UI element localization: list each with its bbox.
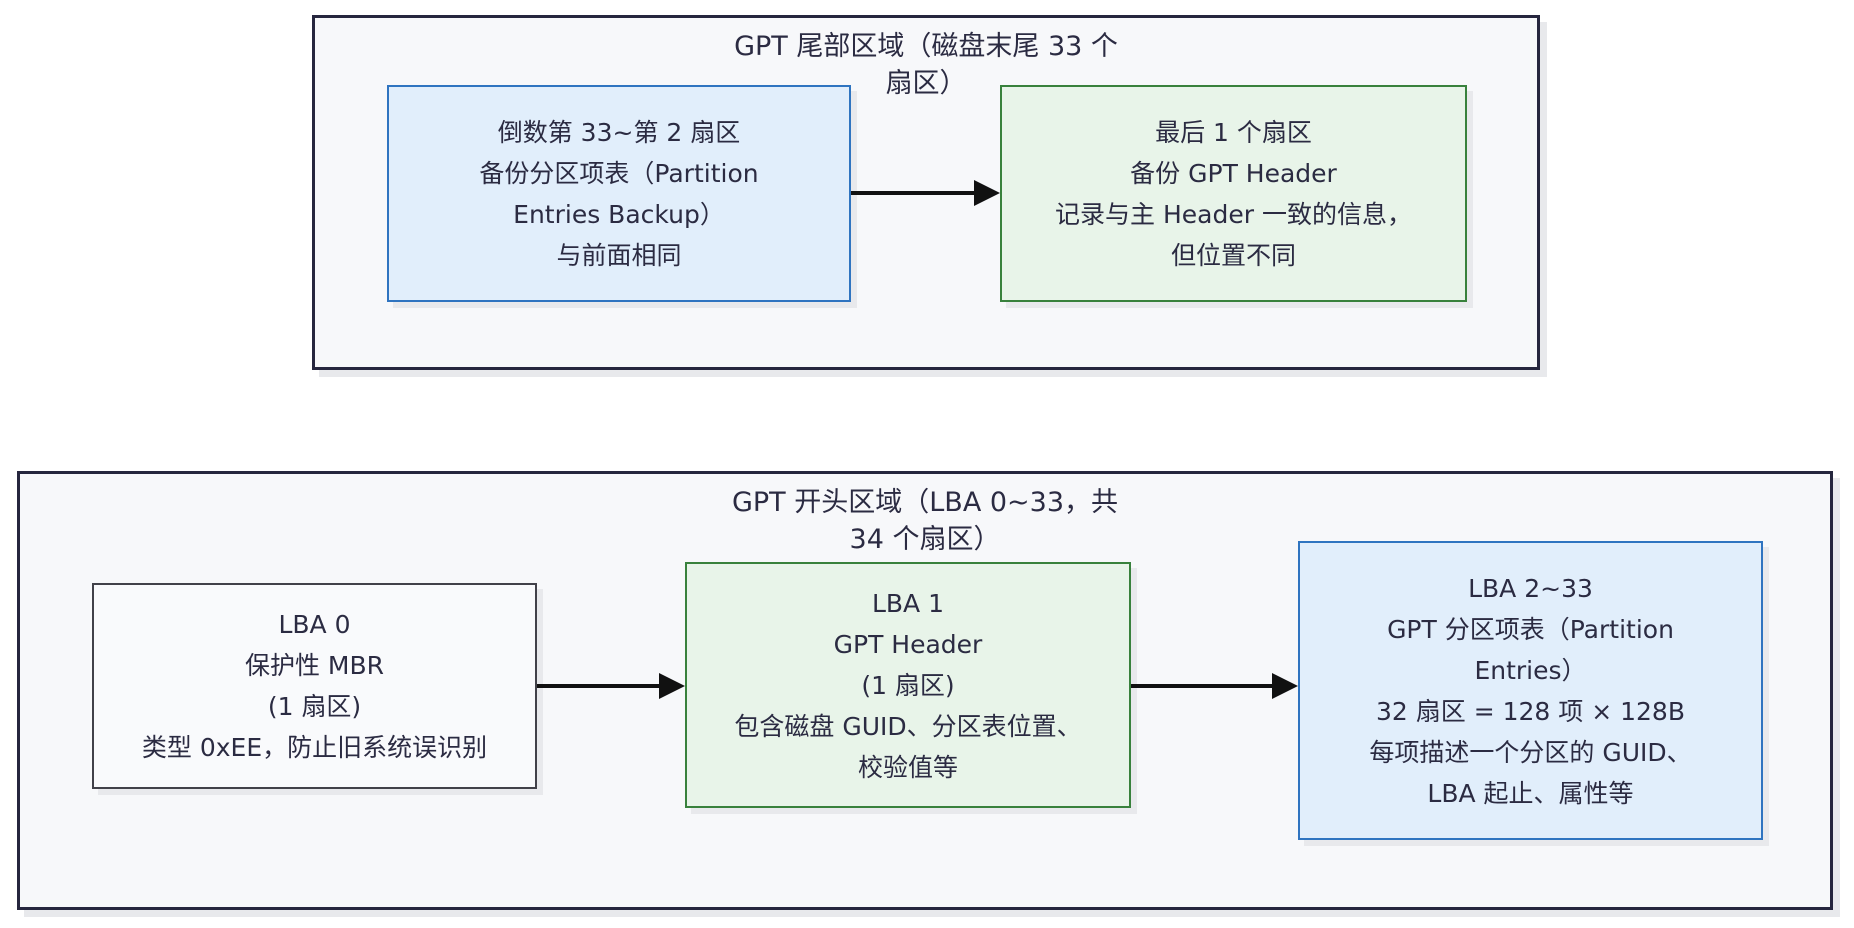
node-text-line: LBA 1 xyxy=(871,588,945,618)
tail-region-title-line: 扇区） xyxy=(885,68,967,99)
node-text-line: LBA 起止、属性等 xyxy=(1427,778,1634,808)
node-text-line: 但位置不同 xyxy=(1170,240,1296,270)
flow-arrow-right-icon xyxy=(851,178,1000,208)
head-region-title: GPT 开头区域（LBA 0~33，共 34 个扇区） xyxy=(20,484,1830,558)
node-text-line: 备份 GPT Header xyxy=(1130,158,1337,188)
backup-partition-entries-node: 倒数第 33~第 2 扇区 备份分区项表（Partition Entries B… xyxy=(387,85,851,302)
arrow-shaft xyxy=(537,684,661,688)
node-text-line: (1 扇区) xyxy=(267,692,362,721)
tail-region-title-line: GPT 尾部区域（磁盘末尾 33 个 xyxy=(734,31,1118,62)
gpt-tail-region-container: GPT 尾部区域（磁盘末尾 33 个 扇区） 倒数第 33~第 2 扇区 备份分… xyxy=(312,15,1540,370)
node-text-line: 每项描述一个分区的 GUID、 xyxy=(1369,737,1692,767)
node-text-line: 记录与主 Header 一致的信息， xyxy=(1055,199,1412,229)
head-region-title-line: GPT 开头区域（LBA 0~33，共 xyxy=(731,487,1119,518)
node-text-line: 保护性 MBR xyxy=(244,651,385,680)
node-text-line: 校验值等 xyxy=(857,752,958,782)
arrow-head xyxy=(974,180,1000,206)
head-region-title-line: 34 个扇区） xyxy=(849,524,1001,555)
arrow-shaft xyxy=(1131,684,1274,688)
node-text-line: 最后 1 个扇区 xyxy=(1155,117,1312,147)
flow-arrow-right-icon xyxy=(537,671,685,701)
gpt-header-node: LBA 1 GPT Header (1 扇区) 包含磁盘 GUID、分区表位置、… xyxy=(685,562,1131,808)
flow-arrow-right-icon xyxy=(1131,671,1298,701)
arrow-head xyxy=(1272,673,1298,699)
node-text-line: LBA 2~33 xyxy=(1468,573,1593,603)
node-text-line: 备份分区项表（Partition xyxy=(479,158,759,188)
tail-region-title: GPT 尾部区域（磁盘末尾 33 个 扇区） xyxy=(315,28,1537,102)
backup-gpt-header-node: 最后 1 个扇区 备份 GPT Header 记录与主 Header 一致的信息… xyxy=(1000,85,1467,302)
node-text-line: 32 扇区 = 128 项 × 128B xyxy=(1376,696,1685,726)
node-text-line: 倒数第 33~第 2 扇区 xyxy=(497,117,741,147)
node-text-line: Entries） xyxy=(1474,655,1587,685)
gpt-partition-entries-node: LBA 2~33 GPT 分区项表（Partition Entries） 32 … xyxy=(1298,541,1763,840)
node-text-line: 类型 0xEE，防止旧系统误识别 xyxy=(141,733,488,762)
node-text-line: Entries Backup） xyxy=(513,199,725,229)
node-text-line: (1 扇区) xyxy=(861,670,955,700)
node-text-line: GPT Header xyxy=(833,629,983,659)
node-text-line: LBA 0 xyxy=(278,610,351,639)
arrow-shaft xyxy=(851,191,976,195)
node-text-line: 包含磁盘 GUID、分区表位置、 xyxy=(734,711,1082,741)
node-text-line: GPT 分区项表（Partition xyxy=(1387,614,1674,644)
arrow-head xyxy=(659,673,685,699)
node-text-line: 与前面相同 xyxy=(556,240,682,270)
protective-mbr-node: LBA 0 保护性 MBR (1 扇区) 类型 0xEE，防止旧系统误识别 xyxy=(92,583,537,789)
gpt-head-region-container: GPT 开头区域（LBA 0~33，共 34 个扇区） LBA 0 保护性 MB… xyxy=(17,471,1833,910)
